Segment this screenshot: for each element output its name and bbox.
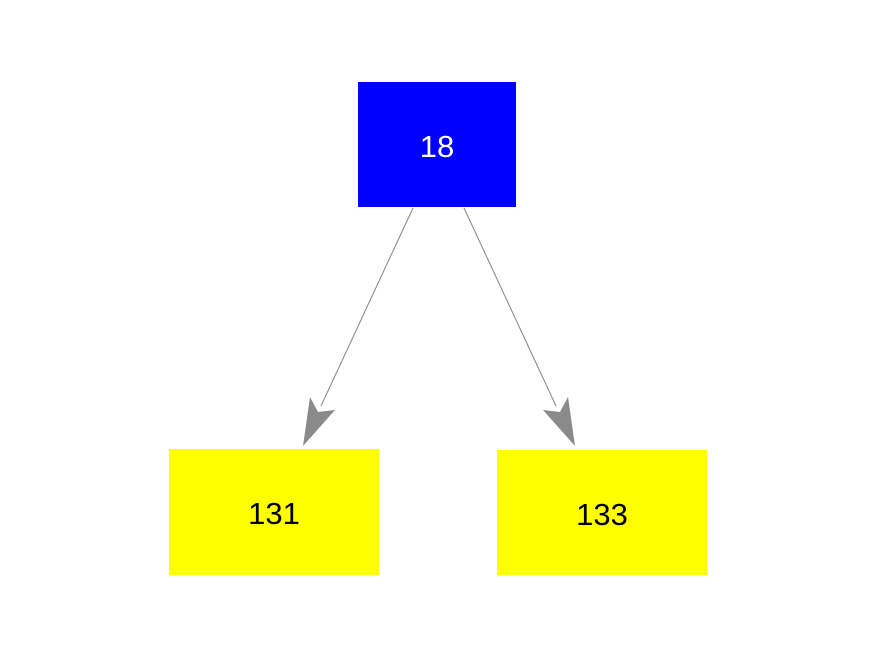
edge-18-131-line xyxy=(320,207,414,407)
edge-18-133-line xyxy=(463,207,557,407)
node-131-box[interactable] xyxy=(169,449,379,575)
node-18[interactable]: 18 xyxy=(358,82,516,207)
edge-18-131 xyxy=(303,207,414,446)
node-133-box[interactable] xyxy=(497,450,707,575)
edge-18-133 xyxy=(463,207,575,446)
node-131[interactable]: 131 xyxy=(169,449,379,575)
node-133[interactable]: 133 xyxy=(497,450,707,575)
node-18-box[interactable] xyxy=(358,82,516,207)
edge-18-133-arrowhead xyxy=(543,397,575,446)
edge-18-131-arrowhead xyxy=(303,397,335,446)
